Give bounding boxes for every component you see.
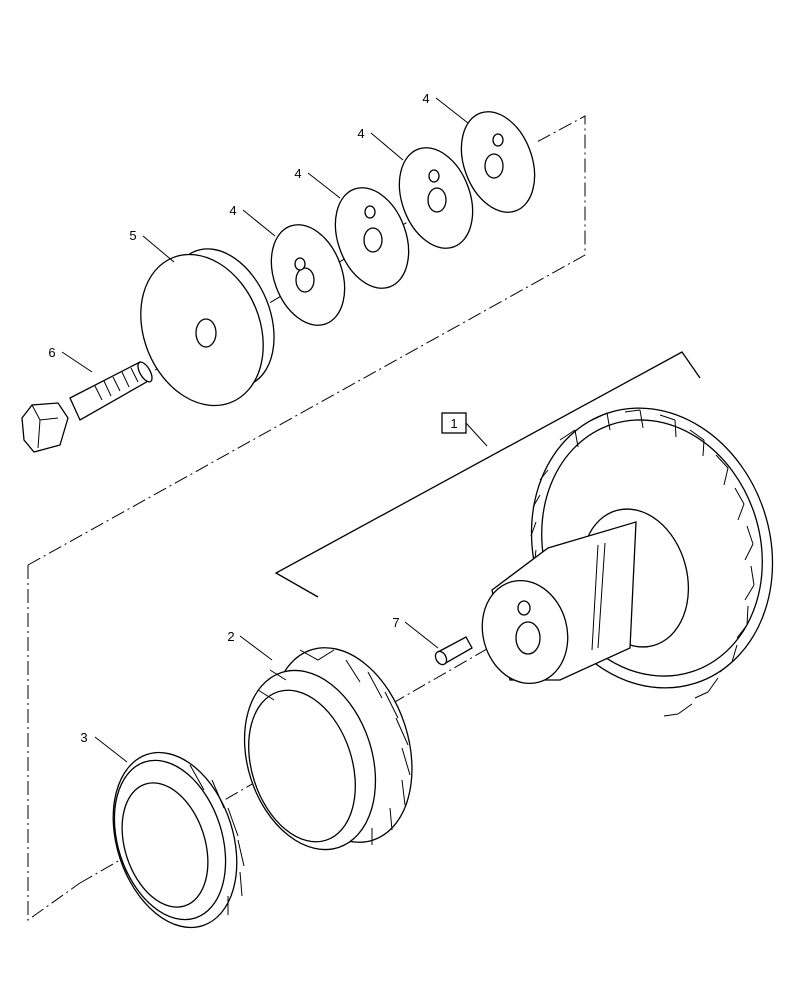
- callout-label-4b: 4: [294, 166, 301, 181]
- callout-leader-5: [142, 235, 175, 263]
- bearing-cone-part-3[interactable]: [92, 736, 258, 943]
- callout-label-3: 3: [80, 730, 87, 745]
- callout-leader-2: [239, 635, 273, 661]
- gear-shaft-part-1[interactable]: [471, 376, 808, 719]
- callout-box-1[interactable]: [441, 412, 467, 434]
- assembly-boundary: [27, 115, 586, 921]
- shim-washer-part-4b[interactable]: [322, 178, 421, 299]
- callout-label-4c: 4: [357, 126, 364, 141]
- gear-shaft-bracket: [274, 351, 701, 598]
- shim-washer-part-4c[interactable]: [386, 138, 485, 259]
- callout-leader-4b: [307, 172, 341, 199]
- shim-washer-part-4a[interactable]: [258, 215, 357, 336]
- callout-label-4a: 4: [229, 203, 236, 218]
- callout-leader-1: [465, 422, 488, 447]
- callout-label-1: 1: [450, 416, 457, 431]
- callout-leader-4c: [370, 132, 404, 161]
- callout-label-2: 2: [227, 629, 234, 644]
- callout-leader-7: [404, 621, 439, 649]
- pin-part-7[interactable]: [433, 636, 473, 667]
- callout-leader-6: [61, 351, 93, 373]
- callout-leader-4a: [242, 209, 276, 237]
- callout-label-4d: 4: [422, 91, 429, 106]
- callout-label-5: 5: [129, 228, 136, 243]
- callout-label-6: 6: [48, 345, 55, 360]
- thick-washer-part-5[interactable]: [119, 233, 293, 424]
- tapered-bearing-part-2[interactable]: [223, 629, 436, 866]
- bolt-part-6[interactable]: [21, 360, 155, 453]
- shim-washer-part-4d[interactable]: [448, 102, 547, 223]
- callout-leader-3: [94, 736, 128, 763]
- callout-label-7: 7: [392, 615, 399, 630]
- callout-leader-4d: [435, 97, 469, 124]
